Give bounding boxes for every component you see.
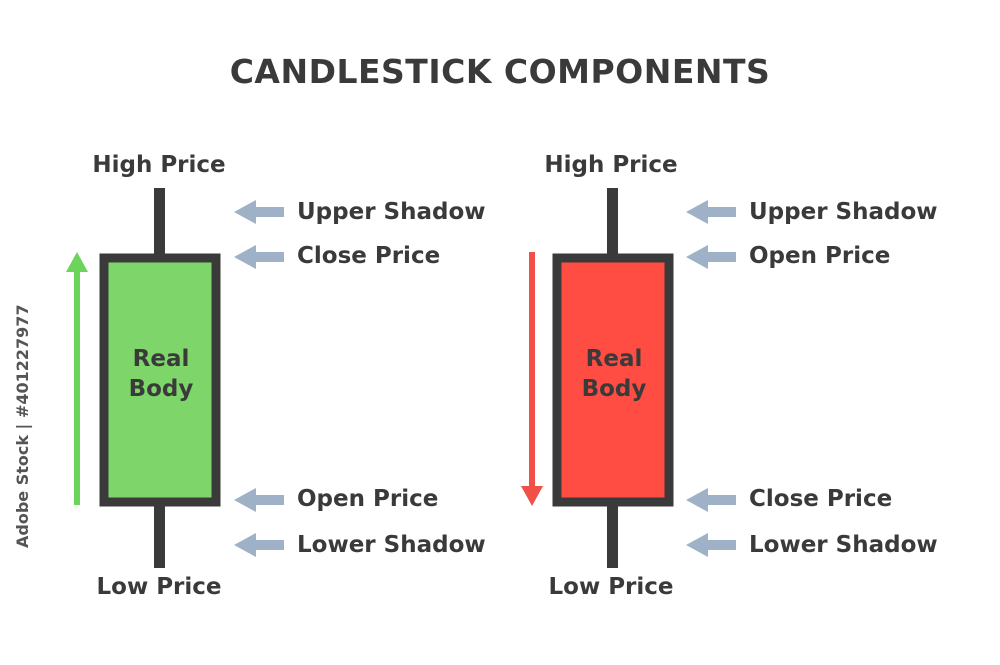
bearish-real-body — [552, 253, 674, 507]
bearish-candle — [521, 188, 674, 568]
bearish-upper-wick — [607, 188, 618, 260]
bullish-real-body-label: Real Body — [106, 344, 216, 404]
bearish-high-price-label: High Price — [544, 152, 678, 178]
bullish-lower-shadow-label: Lower Shadow — [297, 532, 486, 558]
bearish-close-price-label: Close Price — [749, 486, 893, 512]
bearish-lower-wick — [607, 498, 618, 568]
bullish-close-price-label: Close Price — [297, 243, 441, 269]
bearish-upper-shadow-label: Upper Shadow — [749, 199, 938, 225]
bearish-body-line2: Body — [581, 376, 647, 402]
bullish-real-body — [99, 253, 221, 507]
bullish-direction-arrow — [66, 252, 88, 505]
bearish-low-price-label: Low Price — [548, 574, 674, 600]
stock-watermark: Adobe Stock | #401227977 — [13, 304, 32, 548]
pointer-arrow-lower-shadow-right — [686, 533, 736, 557]
pointer-arrow-upper-shadow-right — [686, 200, 736, 224]
bullish-body-line1: Real — [132, 346, 190, 372]
diagram-title: CANDLESTICK COMPONENTS — [229, 52, 771, 91]
bullish-open-price-label: Open Price — [297, 486, 439, 512]
bullish-high-price-label: High Price — [92, 152, 226, 178]
bullish-lower-wick — [154, 498, 165, 568]
bullish-upper-wick — [154, 188, 165, 260]
pointer-arrow-close-price-right — [686, 488, 736, 512]
pointer-arrow-upper-shadow-left — [234, 200, 284, 224]
pointer-arrow-open-price-left — [234, 488, 284, 512]
pointer-arrow-lower-shadow-left — [234, 533, 284, 557]
bearish-real-body-label: Real Body — [559, 344, 669, 404]
bullish-upper-shadow-label: Upper Shadow — [297, 199, 486, 225]
bullish-candle — [66, 188, 221, 568]
bearish-direction-arrow — [521, 252, 543, 506]
bearish-body-line1: Real — [585, 346, 643, 372]
bullish-low-price-label: Low Price — [96, 574, 222, 600]
pointer-arrow-open-price-right — [686, 245, 736, 269]
bearish-open-price-label: Open Price — [749, 243, 891, 269]
bullish-body-line2: Body — [128, 376, 194, 402]
bearish-lower-shadow-label: Lower Shadow — [749, 532, 938, 558]
pointer-arrow-close-price-left — [234, 245, 284, 269]
